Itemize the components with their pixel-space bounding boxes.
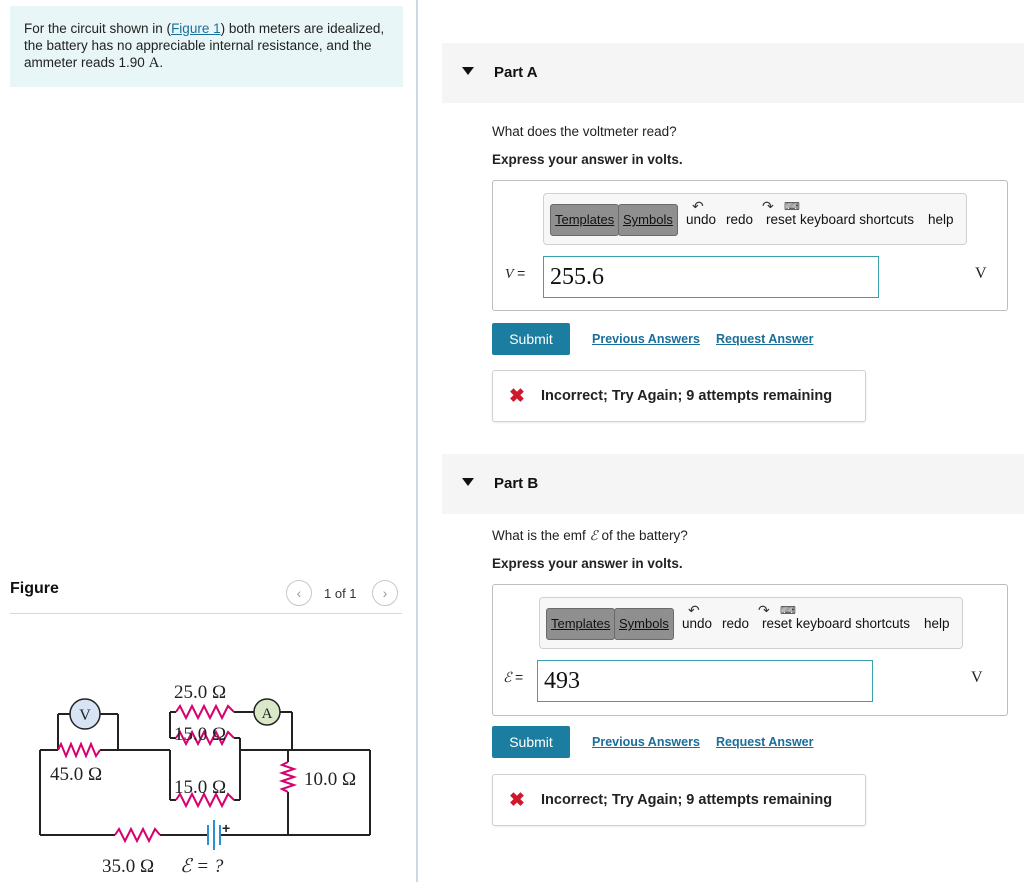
part-b-request-answer-link[interactable]: Request Answer: [716, 735, 814, 749]
resistor-low: [175, 791, 235, 809]
resistor-top: [175, 703, 235, 721]
ammeter-label: A: [262, 706, 273, 722]
part-a-unit: V: [975, 265, 987, 282]
problem-text-after: ) both meters are idealized, the battery…: [24, 21, 385, 70]
part-a-header[interactable]: Part A: [442, 43, 1024, 103]
redo-icon: ↷: [762, 198, 774, 214]
label-r-right: 10.0 Ω: [304, 769, 356, 790]
circuit-resistors: [57, 703, 298, 844]
figure-title: Figure: [10, 580, 59, 597]
caret-down-icon[interactable]: [462, 67, 474, 75]
undo-button[interactable]: undo: [682, 616, 713, 631]
part-b-submit-button[interactable]: Submit: [492, 726, 570, 758]
figure-pager: 1 of 1: [324, 586, 357, 601]
chevron-left-icon: ‹: [296, 585, 302, 601]
problem-text-before: For the circuit shown in (: [24, 21, 172, 36]
part-b-answer-box: Templates Symbols ↶ undo redo ↷ reset ⌨ …: [492, 584, 1008, 716]
reset-button[interactable]: reset: [762, 616, 793, 631]
label-r-top: 25.0 Ω: [174, 682, 226, 703]
part-a-feedback: ✖ Incorrect; Try Again; 9 attempts remai…: [492, 370, 866, 422]
part-b-feedback-text: Incorrect; Try Again; 9 attempts remaini…: [541, 792, 833, 808]
chevron-right-icon: ›: [382, 585, 388, 601]
part-a-request-answer-link[interactable]: Request Answer: [716, 332, 814, 346]
problem-period: .: [159, 55, 164, 70]
figure-prev-button[interactable]: ‹: [286, 580, 312, 606]
part-a-feedback-text: Incorrect; Try Again; 9 attempts remaini…: [541, 388, 833, 404]
battery-plus: +: [222, 820, 230, 836]
templates-button[interactable]: Templates: [550, 204, 620, 236]
voltmeter-label: V: [79, 707, 91, 724]
part-a-submit-button[interactable]: Submit: [492, 323, 570, 355]
keyboard-shortcuts-button[interactable]: keyboard shortcuts: [796, 616, 911, 631]
undo-icon: ↶: [692, 198, 704, 214]
figure-link[interactable]: Figure 1: [171, 21, 221, 36]
part-a-title: Part A: [494, 64, 538, 81]
part-a-answer-input[interactable]: 255.6: [543, 256, 879, 298]
help-button[interactable]: help: [924, 616, 950, 631]
resistor-right: [278, 761, 298, 793]
label-emf: ℰ = ?: [180, 856, 224, 877]
redo-icon: ↷: [758, 602, 770, 618]
incorrect-x-icon: ✖: [509, 386, 525, 407]
part-b-toolbar: Templates Symbols ↶ undo redo ↷ reset ⌨ …: [539, 597, 963, 649]
left-panel: For the circuit shown in (Figure 1) both…: [0, 0, 418, 882]
battery-symbol: +: [207, 820, 230, 850]
templates-button[interactable]: Templates: [546, 608, 616, 640]
label-r-left: 45.0 Ω: [50, 764, 102, 785]
ammeter-unit: A: [148, 55, 160, 71]
ammeter: A: [253, 698, 281, 726]
resistor-mid: [175, 729, 235, 747]
part-b-unit: V: [971, 669, 983, 686]
keyboard-shortcuts-button[interactable]: keyboard shortcuts: [800, 212, 915, 227]
part-b-question: What is the emf ℰ of the battery?: [492, 528, 688, 543]
circuit-wires: [39, 711, 371, 836]
part-b-title: Part B: [494, 475, 539, 492]
voltmeter: V: [69, 698, 101, 730]
incorrect-x-icon: ✖: [509, 790, 525, 811]
part-b-variable: ℰ =: [503, 669, 524, 686]
part-a-variable: V =: [505, 265, 526, 282]
keyboard-icon: ⌨: [780, 605, 796, 617]
caret-down-icon[interactable]: [462, 478, 474, 486]
part-b-instruction: Express your answer in volts.: [492, 556, 683, 571]
part-a-toolbar: Templates Symbols ↶ undo redo ↷ reset ⌨ …: [543, 193, 967, 245]
resistor-left: [57, 741, 101, 759]
part-b-header[interactable]: Part B: [442, 454, 1024, 514]
part-a-question: What does the voltmeter read?: [492, 124, 677, 139]
reset-button[interactable]: reset: [766, 212, 797, 227]
undo-button[interactable]: undo: [686, 212, 717, 227]
resistor-bottom: [114, 826, 161, 844]
symbols-button[interactable]: Symbols: [614, 608, 674, 640]
circuit-diagram: + V A 25.0 Ω 15.0 Ω 15.0 Ω 45.0 Ω 10.0 Ω…: [39, 682, 371, 877]
redo-button[interactable]: redo: [722, 616, 750, 631]
redo-button[interactable]: redo: [726, 212, 754, 227]
label-r-bottom: 35.0 Ω: [102, 856, 154, 877]
label-r-low: 15.0 Ω: [174, 777, 226, 798]
right-panel: Part A What does the voltmeter read? Exp…: [420, 0, 1024, 882]
figure-header: Figure ‹ 1 of 1 ›: [10, 578, 402, 614]
symbols-button[interactable]: Symbols: [618, 204, 678, 236]
part-a-previous-answers-link[interactable]: Previous Answers: [592, 332, 700, 346]
part-b-answer-input[interactable]: 493: [537, 660, 873, 702]
help-button[interactable]: help: [928, 212, 954, 227]
undo-icon: ↶: [688, 602, 700, 618]
part-a-answer-box: Templates Symbols ↶ undo redo ↷ reset ⌨ …: [492, 180, 1008, 311]
part-b-feedback: ✖ Incorrect; Try Again; 9 attempts remai…: [492, 774, 866, 826]
figure-next-button[interactable]: ›: [372, 580, 398, 606]
label-r-mid: 15.0 Ω: [174, 724, 226, 745]
part-b-previous-answers-link[interactable]: Previous Answers: [592, 735, 700, 749]
keyboard-icon: ⌨: [784, 201, 800, 213]
problem-statement: For the circuit shown in (Figure 1) both…: [10, 6, 403, 87]
part-a-instruction: Express your answer in volts.: [492, 152, 683, 167]
